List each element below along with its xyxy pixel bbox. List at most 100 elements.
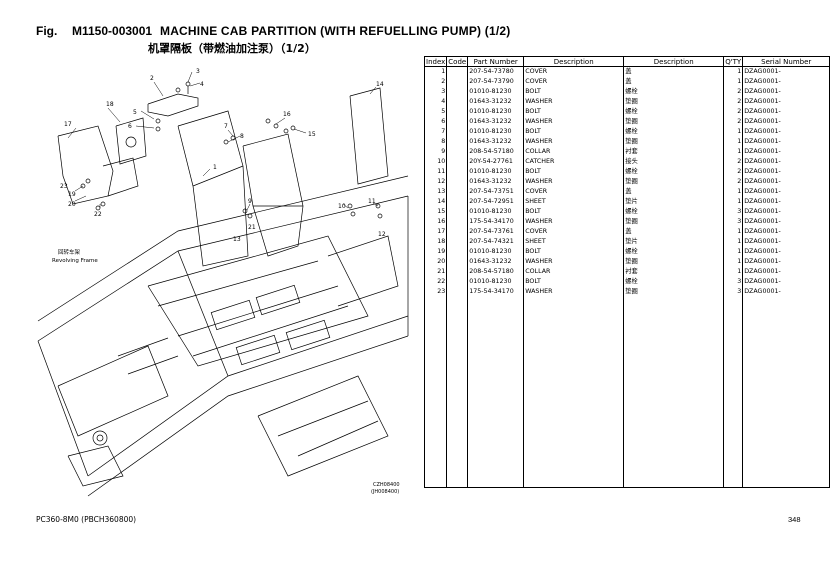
cell-part-number: 208-54-57180 (467, 147, 525, 157)
cell-qty: 1 (723, 127, 744, 137)
cell-part-number: 207-54-73780 (467, 66, 525, 77)
cell-code (446, 127, 469, 137)
callout-3: 3 (196, 68, 200, 75)
revolving-frame (37, 175, 409, 497)
cell-serial: DZAG0001- (742, 207, 831, 217)
cell-serial: DZAG0001- (742, 277, 831, 287)
callout-19: 19 (68, 191, 76, 198)
cell-part-number: 01643-31232 (467, 117, 525, 127)
cell-code (446, 87, 469, 97)
cell-description: WASHER (523, 117, 625, 127)
cell-serial: DZAG0001- (742, 237, 831, 247)
cover-2 (147, 93, 199, 117)
cell-qty: 1 (723, 197, 744, 207)
cell-description-cn: 垫圈 (623, 257, 725, 267)
callout-18: 18 (106, 101, 114, 108)
cell-qty: 3 (723, 217, 744, 227)
cell-serial: DZAG0001- (742, 117, 831, 127)
cell-serial: DZAG0001- (742, 97, 831, 107)
cell-serial: DZAG0001- (742, 107, 831, 117)
cell-description: BOLT (523, 207, 625, 217)
cell-index: 4 (423, 97, 448, 107)
parts-table: Index Code Part Number Description Descr… (423, 56, 831, 488)
cell-description: WASHER (523, 257, 625, 267)
cell-description-cn: 垫片 (623, 197, 725, 207)
cell-code (446, 97, 469, 107)
cell-index: 9 (423, 147, 448, 157)
cell-part-number: 207-54-74321 (467, 237, 525, 247)
cell-code (446, 257, 469, 267)
cell-qty: 1 (723, 257, 744, 267)
serial-note-1: CZH08400 (373, 482, 400, 488)
cell-description: WASHER (523, 287, 625, 297)
page-title: MACHINE CAB PARTITION (WITH REFUELLING P… (160, 24, 511, 38)
cell-description-cn: 衬套 (623, 147, 725, 157)
callout-15: 15 (308, 131, 316, 138)
cell-part-number: 207-54-73790 (467, 77, 525, 87)
callout-8: 8 (240, 133, 244, 140)
cell-description: WASHER (523, 97, 625, 107)
fig-code: M1150-003001 (72, 24, 153, 38)
cell-description-cn: 垫圈 (623, 117, 725, 127)
cell-description-cn: 垫圈 (623, 137, 725, 147)
cell-serial: DZAG0001- (742, 187, 831, 197)
callout-21: 21 (248, 224, 256, 231)
cell-qty: 3 (723, 277, 744, 287)
cell-index: 1 (423, 66, 448, 77)
cell-code (446, 167, 469, 177)
cell-index: 3 (423, 87, 448, 97)
cell-serial: DZAG0001- (742, 287, 831, 297)
cell-part-number: 01010-81230 (467, 277, 525, 287)
cell-description-cn: 盖 (623, 66, 725, 77)
cell-part-number: 207-54-72951 (467, 197, 525, 207)
table-header-row: Index Code Part Number Description Descr… (423, 56, 831, 67)
cell-code (446, 147, 469, 157)
cell-description-cn: 垫片 (623, 237, 725, 247)
cell-code (446, 197, 469, 207)
col-header-part-number: Part Number (467, 56, 525, 67)
cell-serial: DZAG0001- (742, 87, 831, 97)
cell-index: 8 (423, 137, 448, 147)
cell-part-number: 207-54-73751 (467, 187, 525, 197)
cell-description: BOLT (523, 107, 625, 117)
cell-index: 11 (423, 167, 448, 177)
cell-qty: 2 (723, 117, 744, 127)
frame-label-cn: 回转车架 (58, 248, 81, 256)
cell-part-number: 01643-31232 (467, 177, 525, 187)
cell-description: COLLAR (523, 147, 625, 157)
cell-description: WASHER (523, 137, 625, 147)
cell-description-cn: 衬套 (623, 267, 725, 277)
col-header-description: Description (523, 56, 625, 67)
cell-qty: 3 (723, 287, 744, 297)
filler-cell (446, 297, 469, 488)
cell-description: COVER (523, 66, 625, 77)
cell-description: BOLT (523, 127, 625, 137)
parts-diagram: 1 2 3 4 5 6 7 8 9 10 11 12 13 14 15 16 1… (37, 68, 409, 497)
cell-description: CATCHER (523, 157, 625, 167)
callout-10: 10 (338, 203, 346, 210)
cell-index: 22 (423, 277, 448, 287)
cell-index: 21 (423, 267, 448, 277)
callout-labels: 1 2 3 4 5 6 7 8 9 10 11 12 13 14 15 16 1… (52, 68, 400, 495)
cell-qty: 1 (723, 227, 744, 237)
callout-7: 7 (224, 123, 228, 130)
cell-part-number: 01643-31232 (467, 97, 525, 107)
col-header-index: Index (423, 56, 448, 67)
cell-description: SHEET (523, 197, 625, 207)
cell-index: 2 (423, 77, 448, 87)
cell-qty: 2 (723, 87, 744, 97)
cell-code (446, 77, 469, 87)
callout-6: 6 (128, 123, 132, 130)
cover-17 (57, 125, 114, 205)
cell-serial: DZAG0001- (742, 247, 831, 257)
callout-1: 1 (213, 164, 217, 171)
